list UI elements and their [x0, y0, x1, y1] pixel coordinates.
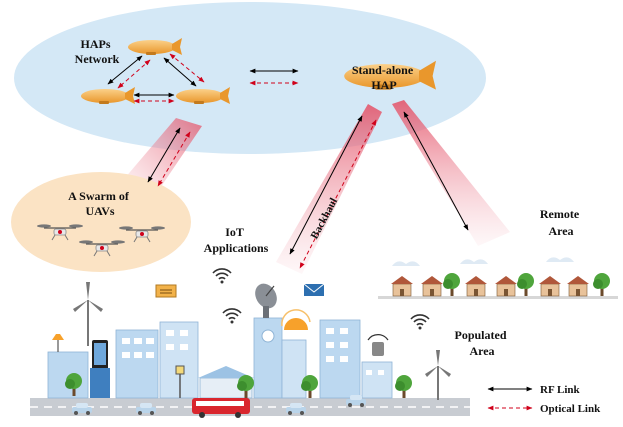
optical-link — [157, 131, 191, 187]
standalone-hap-label: Stand-alone HAP — [352, 63, 416, 92]
optical-link — [169, 53, 205, 83]
swarm-ellipse — [11, 172, 191, 272]
bus-icon — [192, 398, 250, 418]
tree-icon — [395, 375, 412, 398]
legend: RF Link Optical Link — [487, 384, 601, 415]
envelope-icon — [303, 283, 325, 296]
clock-icon — [261, 329, 275, 343]
smartphone-icon — [90, 340, 110, 398]
optical-link — [117, 59, 151, 89]
rf-link — [403, 111, 469, 231]
sun-icon — [281, 309, 311, 330]
haps-network-label: HAPs Network — [75, 37, 120, 66]
remote-area-label: Remote Area — [540, 207, 582, 238]
lamp-icon — [175, 365, 185, 398]
wifi-icon — [212, 268, 232, 285]
router-icon — [367, 334, 389, 356]
legend-rf-label: RF Link — [540, 384, 581, 396]
lamp-icon — [52, 334, 64, 352]
legend-optical-label: Optical Link — [540, 403, 601, 415]
building-windows — [122, 328, 384, 375]
wind-turbine-icon — [73, 282, 103, 346]
wifi-icon — [222, 308, 242, 325]
display-panel-icon — [155, 284, 177, 298]
wifi-icon — [410, 314, 430, 331]
remote-village — [378, 257, 618, 299]
swarm-label: A Swarm of UAVs — [68, 189, 132, 218]
satellite-dish-icon — [255, 283, 277, 318]
populated-area-label: Populated Area — [454, 328, 509, 358]
wind-turbine-icon — [425, 350, 451, 400]
iot-label: IoT Applications — [204, 225, 269, 255]
